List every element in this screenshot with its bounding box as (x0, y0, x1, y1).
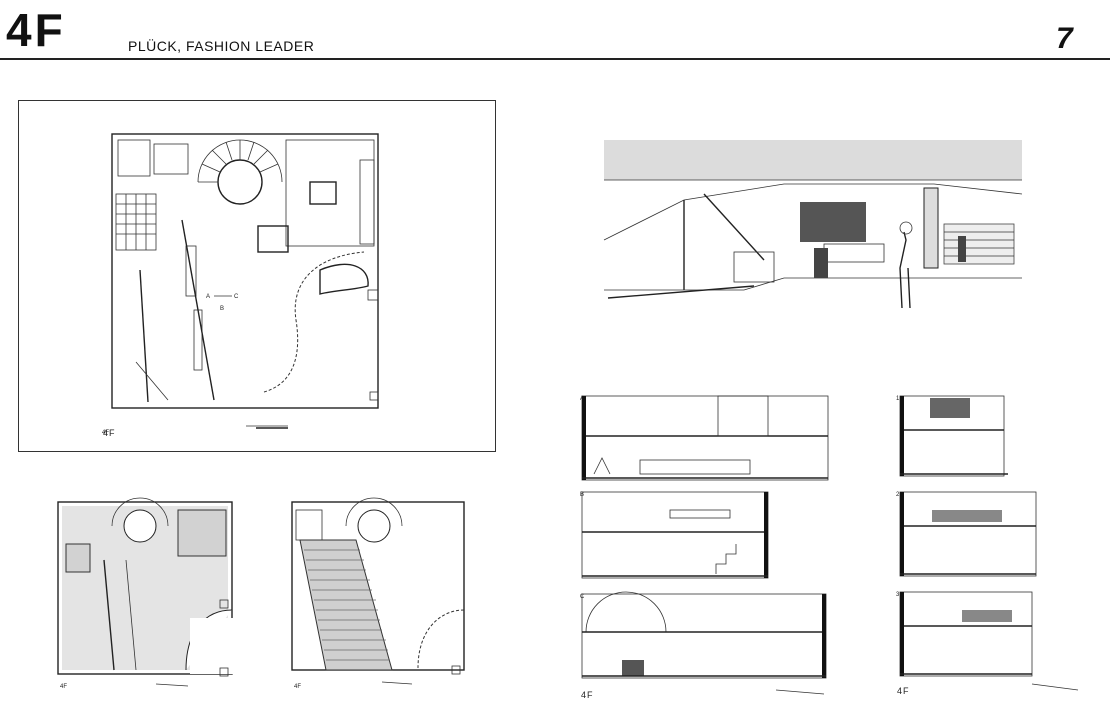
section-elevations-left: A B C (580, 395, 829, 695)
flooring-plan-label: 4F (294, 684, 301, 690)
svg-text:3: 3 (896, 592, 900, 598)
page-number: 7 (1056, 22, 1073, 55)
main-floor-plan: A C B 4F (102, 133, 379, 436)
page-subtitle: PLÜCK, FASHION LEADER (128, 38, 315, 54)
elevations-right-label: 4F (897, 686, 910, 696)
ceiling-plan-label: 4F (60, 684, 67, 690)
svg-text:1: 1 (896, 396, 900, 402)
interior-perspective-sketch (603, 140, 1023, 309)
svg-text:C: C (234, 294, 239, 300)
ceiling-plan: 4F (57, 497, 234, 690)
section-elevations-right: 1 2 3 (896, 395, 1079, 691)
header-rule (0, 58, 1110, 60)
svg-text:B: B (220, 306, 224, 312)
svg-text:A: A (206, 294, 210, 300)
svg-text:2: 2 (896, 492, 900, 498)
elevations-left-label: 4F (581, 690, 594, 700)
main-plan-caption: 4F (103, 428, 116, 438)
floor-title: 4F (6, 4, 66, 56)
flooring-plan: 4F (291, 497, 465, 690)
main-plan-frame (18, 100, 496, 452)
svg-text:C: C (580, 594, 585, 600)
main-plan-label: 4F (102, 430, 109, 436)
